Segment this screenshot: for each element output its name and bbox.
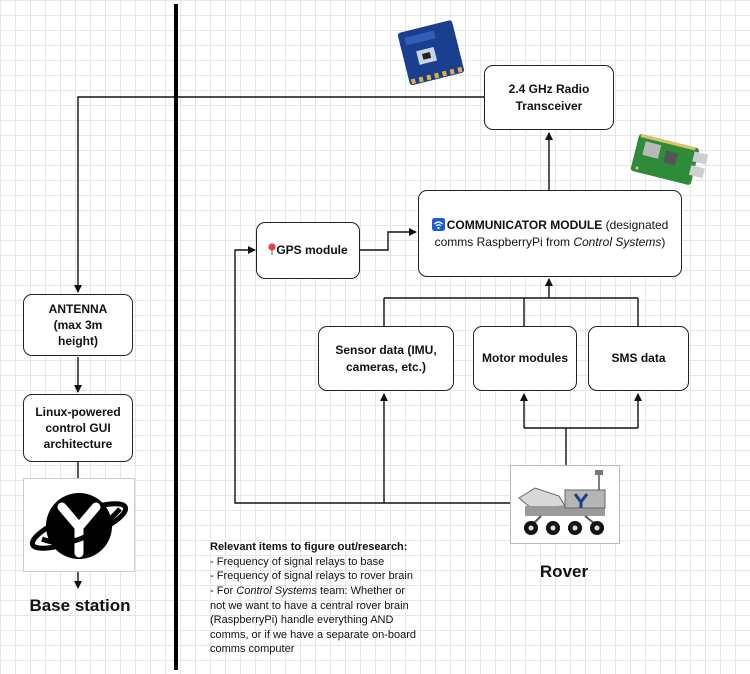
- notes-item-3-line-3: (RaspberryPi) handle everything AND: [210, 614, 394, 627]
- link-radio-antenna: [74, 96, 484, 293]
- notes-item-1: - Frequency of signal relays to base: [210, 555, 385, 568]
- notes-item-3: - For Control Systems team: Whether or: [210, 584, 470, 599]
- research-notes: Relevant items to figure out/research: -…: [210, 540, 470, 657]
- communicator-desc-1: (designated: [602, 218, 669, 233]
- rover-caption: Rover: [539, 562, 589, 581]
- rover-image: [510, 465, 620, 544]
- radio-module-image: [393, 18, 468, 88]
- sensor-data-label: Sensor data (IMU, cameras, etc.): [335, 343, 437, 374]
- communicator-module-box: COMMUNICATOR MODULE (designated comms Ra…: [418, 190, 682, 277]
- gps-module-box: GPS module: [256, 222, 360, 279]
- notes-item-3-post: team: Whether or: [316, 584, 406, 597]
- communicator-title: COMMUNICATOR MODULE: [446, 218, 603, 233]
- notes-item-2: - Frequency of signal relays to rover br…: [210, 570, 413, 583]
- motor-modules-label: Motor modules: [482, 351, 568, 366]
- raspberry-pi-image: [628, 132, 714, 188]
- communicator-desc-italic: Control Systems: [573, 234, 662, 249]
- sms-data-box: SMS data: [588, 326, 689, 391]
- map-pin-icon: [268, 243, 276, 256]
- antenna-box: ANTENNA (max 3m height): [23, 294, 133, 356]
- control-gui-label: Linux-powered control GUI architecture: [35, 404, 121, 452]
- control-gui-box: Linux-powered control GUI architecture: [23, 394, 133, 462]
- antenna-label: ANTENNA (max 3m height): [48, 301, 108, 349]
- sms-data-label: SMS data: [611, 351, 666, 366]
- communicator-desc-3: ): [661, 234, 666, 249]
- notes-item-3-line-2: not we want to have a central rover brai…: [210, 599, 409, 612]
- link-gps-communicator: [360, 228, 417, 251]
- link-rover-gps: [234, 246, 510, 504]
- notes-item-3-italic: Control Systems: [236, 584, 317, 597]
- base-station-logo: [23, 478, 135, 572]
- gps-module-label: GPS module: [276, 243, 348, 258]
- notes-item-3-pre: - For: [210, 584, 237, 597]
- radio-transceiver-box: 2.4 GHz Radio Transceiver: [484, 65, 614, 130]
- motor-modules-box: Motor modules: [473, 326, 577, 391]
- notes-item-3-line-4: comms, or if we have a separate on-board: [210, 628, 417, 641]
- base-station-caption: Base station: [29, 596, 131, 615]
- sensor-data-box: Sensor data (IMU, cameras, etc.): [318, 326, 454, 391]
- radio-transceiver-label: 2.4 GHz Radio Transceiver: [508, 82, 590, 113]
- notes-item-3-line-5: comms computer: [210, 643, 295, 656]
- communicator-desc-2: comms RaspberryPi from: [434, 234, 574, 249]
- wifi-icon: [431, 218, 445, 232]
- notes-heading: Relevant items to figure out/research:: [210, 541, 408, 553]
- section-divider: [174, 4, 178, 670]
